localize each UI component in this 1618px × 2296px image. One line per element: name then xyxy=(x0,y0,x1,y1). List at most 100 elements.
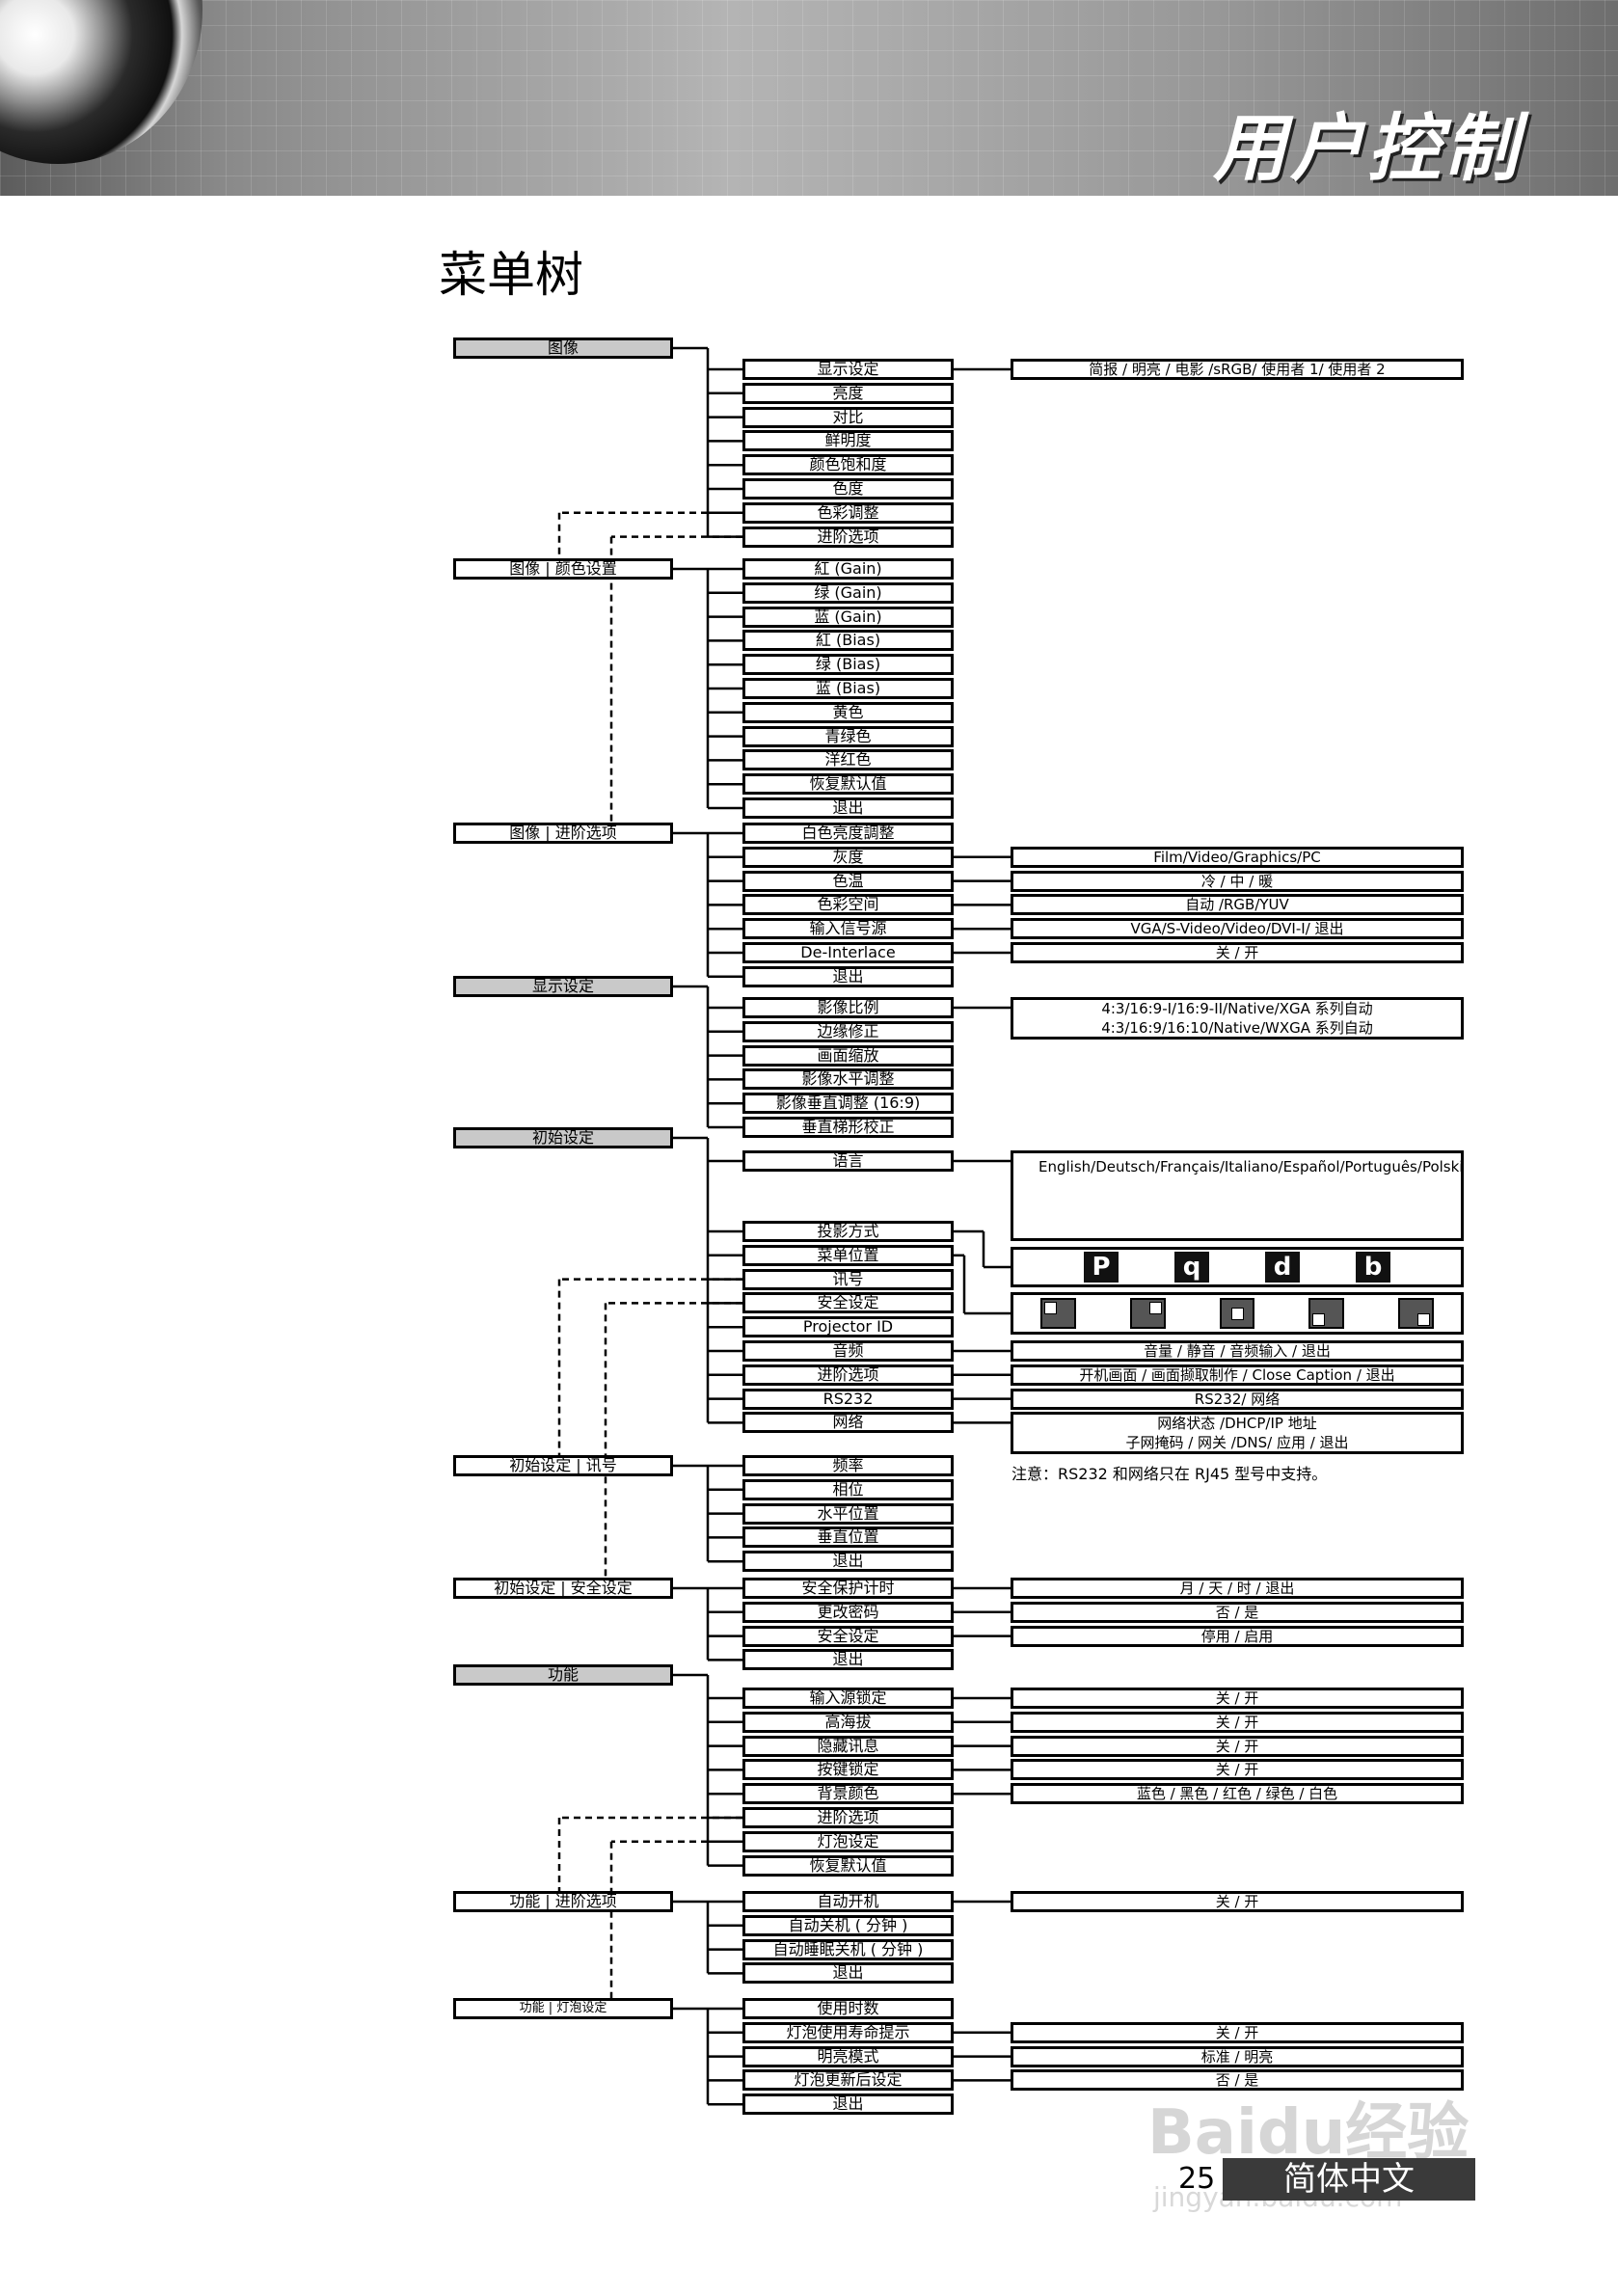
menu-item[interactable]: 自动睡眠关机 ( 分钟 ) xyxy=(742,1938,954,1960)
menu-option: 关 / 开 xyxy=(1011,1711,1464,1733)
menu-item[interactable]: 安全设定 xyxy=(742,1625,954,1647)
menu-item[interactable]: 进阶选项 xyxy=(742,1364,954,1386)
menu-header: 初始设定 | 安全设定 xyxy=(453,1578,673,1599)
menu-item[interactable]: 退出 xyxy=(742,1551,954,1573)
menu-item[interactable]: 垂直位置 xyxy=(742,1526,954,1549)
menu-item[interactable]: 退出 xyxy=(742,2093,954,2116)
menu-option: VGA/S-Video/Video/DVI-I/ 退出 xyxy=(1011,918,1464,940)
menu-position-icon xyxy=(1219,1298,1255,1329)
menu-item[interactable]: 按键锁定 xyxy=(742,1759,954,1781)
menu-item[interactable]: 自动开机 xyxy=(742,1891,954,1912)
menu-item[interactable]: 显示设定 xyxy=(742,359,954,380)
menu-item[interactable]: 恢复默认值 xyxy=(742,1854,954,1877)
menu-item[interactable]: 水平位置 xyxy=(742,1502,954,1525)
menu-header: 显示设定 xyxy=(453,976,673,997)
menu-item[interactable]: Projector ID xyxy=(742,1316,954,1338)
header-banner: 用户控制 xyxy=(0,0,1618,196)
menu-item[interactable]: 影像垂直调整 (16:9) xyxy=(742,1093,954,1115)
menu-item[interactable]: 网络 xyxy=(742,1412,954,1434)
menu-item[interactable]: 频率 xyxy=(742,1455,954,1476)
menu-item[interactable]: 讯号 xyxy=(742,1268,954,1290)
menu-item[interactable]: 色温 xyxy=(742,870,954,892)
menu-item[interactable]: 退出 xyxy=(742,797,954,819)
banner-grid-pattern xyxy=(0,0,1618,196)
menu-item[interactable]: 进阶选项 xyxy=(742,526,954,548)
menu-item[interactable]: 菜单位置 xyxy=(742,1244,954,1266)
menu-item[interactable]: 相位 xyxy=(742,1478,954,1500)
menu-item[interactable]: 紅 (Bias) xyxy=(742,630,954,652)
menu-item[interactable]: 画面缩放 xyxy=(742,1044,954,1067)
menu-item[interactable]: 音频 xyxy=(742,1340,954,1362)
menu-item[interactable]: 青绿色 xyxy=(742,725,954,747)
menu-item[interactable]: 高海拔 xyxy=(742,1711,954,1733)
menu-item[interactable]: 黄色 xyxy=(742,701,954,723)
menu-item[interactable]: 自动关机 ( 分钟 ) xyxy=(742,1914,954,1936)
menu-item[interactable]: 色彩空间 xyxy=(742,894,954,916)
menu-item[interactable]: 恢复默认值 xyxy=(742,773,954,796)
menu-item[interactable]: 进阶选项 xyxy=(742,1807,954,1828)
menu-item[interactable]: 安全设定 xyxy=(742,1292,954,1314)
menu-item[interactable]: 绿 (Gain) xyxy=(742,581,954,604)
menu-item[interactable]: 投影方式 xyxy=(742,1221,954,1242)
option-line: 子网掩码 / 网关 /DNS/ 应用 / 退出 xyxy=(1125,1434,1349,1452)
menu-option: Film/Video/Graphics/PC xyxy=(1011,846,1464,868)
menu-item[interactable]: 隐藏讯息 xyxy=(742,1735,954,1757)
menu-item[interactable]: 输入信号源 xyxy=(742,918,954,940)
menu-item[interactable]: 退出 xyxy=(742,1649,954,1671)
menu-item[interactable]: 安全保护计时 xyxy=(742,1578,954,1599)
option-line: Polski/Nederlands/Svenska/Norsk/Dansk/Su… xyxy=(1421,1158,1464,1175)
menu-item[interactable]: RS232 xyxy=(742,1388,954,1410)
menu-item[interactable]: 灯泡设定 xyxy=(742,1830,954,1852)
projection-mode-icon: d xyxy=(1265,1252,1300,1283)
menu-item[interactable]: 退出 xyxy=(742,965,954,987)
option-line: 4:3/16:9/16:10/Native/WXGA 系列自动 xyxy=(1101,1019,1373,1037)
menu-item[interactable]: 退出 xyxy=(742,1962,954,1985)
menu-item[interactable]: 紅 (Gain) xyxy=(742,558,954,580)
menu-option: 关 / 开 xyxy=(1011,1735,1464,1757)
menu-item[interactable]: De-Interlace xyxy=(742,942,954,963)
menu-option: 关 / 开 xyxy=(1011,942,1464,963)
menu-option: RS232/ 网络 xyxy=(1011,1388,1464,1410)
projection-mode-icon: P xyxy=(1084,1252,1119,1283)
menu-option: 蓝色 / 黑色 / 红色 / 绿色 / 白色 xyxy=(1011,1783,1464,1805)
menu-item[interactable]: 影像比例 xyxy=(742,997,954,1018)
menu-header: 功能 | 进阶选项 xyxy=(453,1891,673,1912)
menu-item[interactable]: 更改密码 xyxy=(742,1601,954,1623)
menu-item[interactable]: 垂直梯形校正 xyxy=(742,1117,954,1138)
menu-item[interactable]: 灰度 xyxy=(742,846,954,868)
menu-option: 音量 / 静音 / 音频输入 / 退出 xyxy=(1011,1340,1464,1362)
menu-item[interactable]: 洋红色 xyxy=(742,749,954,771)
menu-item[interactable]: 绿 (Bias) xyxy=(742,654,954,676)
menu-item[interactable]: 影像水平调整 xyxy=(742,1068,954,1091)
menu-item[interactable]: 白色亮度調整 xyxy=(742,823,954,844)
menu-option: 自动 /RGB/YUV xyxy=(1011,894,1464,916)
menu-option: 否 / 是 xyxy=(1011,2069,1464,2092)
menu-item[interactable]: 色度 xyxy=(742,478,954,500)
menu-item[interactable]: 灯泡使用寿命提示 xyxy=(742,2021,954,2043)
projection-mode-icon: b xyxy=(1356,1252,1390,1283)
menu-item[interactable]: 蓝 (Bias) xyxy=(742,678,954,699)
menu-item[interactable]: 语言 xyxy=(742,1150,954,1172)
menu-item[interactable]: 使用时数 xyxy=(742,1998,954,2019)
menu-item[interactable]: 灯泡更新后设定 xyxy=(742,2069,954,2092)
menu-item[interactable]: 边缘修正 xyxy=(742,1020,954,1042)
menu-item[interactable]: 鲜明度 xyxy=(742,430,954,452)
menu-item[interactable]: 背景颜色 xyxy=(742,1783,954,1805)
menu-item[interactable]: 色彩调整 xyxy=(742,501,954,524)
menu-header: 功能 | 灯泡设定 xyxy=(453,1998,673,2019)
baidu-watermark: Baidu经验 xyxy=(1147,2097,1470,2169)
menu-item[interactable]: 蓝 (Gain) xyxy=(742,606,954,628)
menu-position-icon xyxy=(1129,1298,1166,1329)
menu-header: 功能 xyxy=(453,1664,673,1686)
menu-item[interactable]: 对比 xyxy=(742,406,954,428)
menu-item[interactable]: 亮度 xyxy=(742,382,954,404)
menu-item[interactable]: 输入源锁定 xyxy=(742,1688,954,1709)
menu-header: 初始设定 xyxy=(453,1127,673,1148)
banner-title: 用户控制 xyxy=(1213,105,1522,191)
menu-item[interactable]: 颜色饱和度 xyxy=(742,454,954,476)
menu-position-icon xyxy=(1398,1298,1434,1329)
projection-mode-icon: q xyxy=(1174,1252,1209,1283)
menu-item[interactable]: 明亮模式 xyxy=(742,2045,954,2067)
